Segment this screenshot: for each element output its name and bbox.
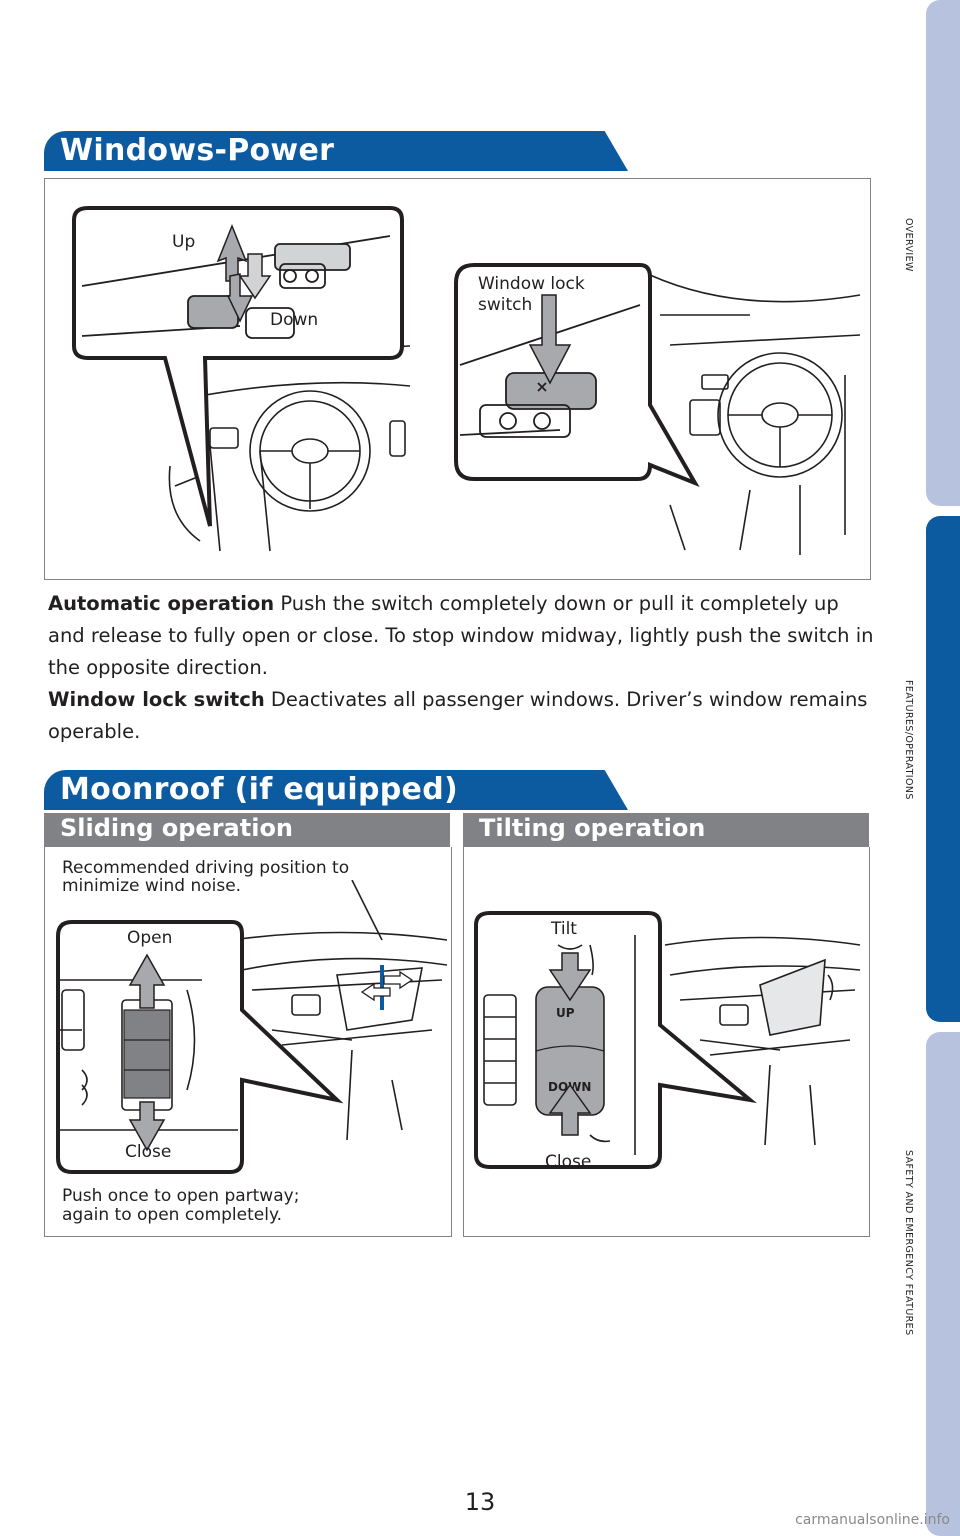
label-window-lock-2: switch bbox=[478, 295, 533, 315]
window-switch-illustration bbox=[72, 206, 411, 552]
window-lock-term: Window lock switch bbox=[48, 688, 265, 711]
automatic-operation-text: Push the switch completely down or pull … bbox=[48, 592, 874, 679]
sliding-operation-illustration bbox=[56, 880, 447, 1174]
label-down: Down bbox=[270, 310, 319, 330]
page-number: 13 bbox=[464, 1488, 496, 1516]
section-title-windows: Windows-Power bbox=[60, 133, 335, 168]
label-window-lock-1: Window lock bbox=[478, 274, 585, 294]
tilting-operation-illustration: UP DOWN bbox=[474, 911, 861, 1169]
label-tilting-close: Close bbox=[545, 1152, 592, 1172]
section-header-moonroof: Moonroof (if equipped) bbox=[44, 770, 628, 810]
label-open: Open bbox=[127, 928, 173, 948]
label-recommended-1: Recommended driving position to bbox=[62, 858, 350, 878]
section-title-moonroof: Moonroof (if equipped) bbox=[60, 772, 458, 807]
window-lock-paragraph: Window lock switch Deactivates all passe… bbox=[48, 684, 878, 748]
subheader-sliding: Sliding operation bbox=[44, 813, 450, 847]
label-up: Up bbox=[172, 232, 196, 252]
side-label-safety: SAFETY AND EMERGENCY FEATURES bbox=[903, 1150, 914, 1336]
side-label-features: FEATURES/OPERATIONS bbox=[903, 680, 914, 800]
label-push-once-1: Push once to open partway; bbox=[62, 1186, 300, 1206]
section-header-windows: Windows-Power bbox=[44, 131, 628, 171]
side-label-overview: OVERVIEW bbox=[903, 218, 914, 272]
automatic-operation-term: Automatic operation bbox=[48, 592, 275, 615]
label-push-once-2: again to open completely. bbox=[62, 1205, 282, 1225]
side-tab-overview[interactable] bbox=[926, 0, 960, 506]
label-recommended-2: minimize wind noise. bbox=[62, 876, 242, 896]
sliding-title: Sliding operation bbox=[60, 814, 294, 842]
tilting-title: Tilting operation bbox=[479, 814, 706, 842]
label-tilt: Tilt bbox=[551, 919, 577, 939]
window-lock-text: Deactivates all passenger windows. Drive… bbox=[48, 688, 868, 743]
label-sliding-close: Close bbox=[125, 1142, 172, 1162]
automatic-operation-paragraph: Automatic operation Push the switch comp… bbox=[48, 588, 878, 684]
side-tab-safety[interactable] bbox=[926, 1032, 960, 1536]
side-tab-features[interactable] bbox=[926, 516, 960, 1022]
window-lock-illustration bbox=[454, 263, 861, 555]
subheader-tilting: Tilting operation bbox=[463, 813, 869, 847]
watermark: carmanualsonline.info bbox=[795, 1512, 950, 1528]
tilt-button-up-label: UP bbox=[556, 1006, 575, 1020]
